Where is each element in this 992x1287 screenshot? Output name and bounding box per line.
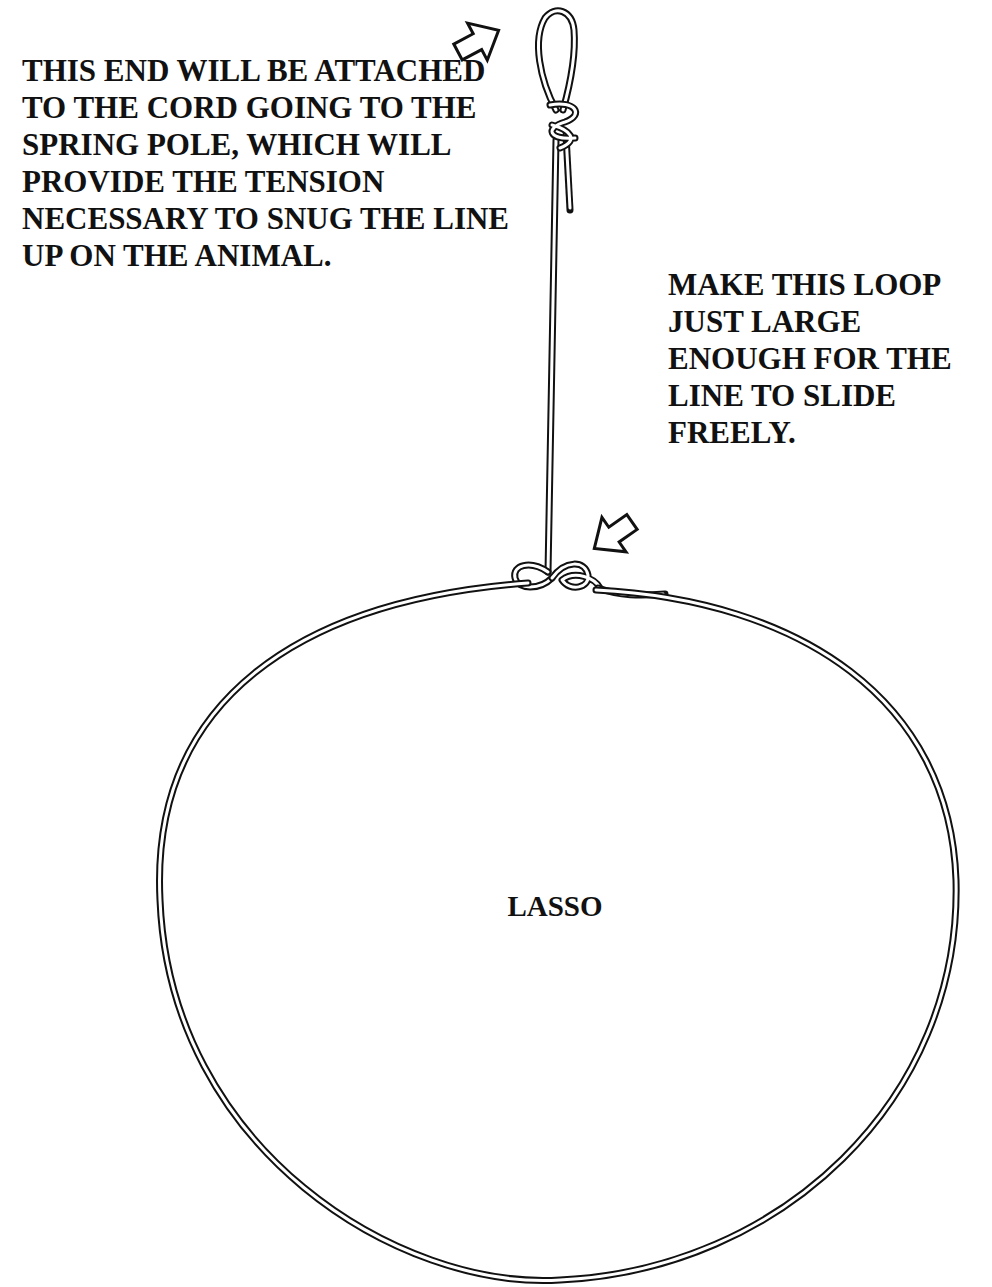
lasso-loop: LASSO	[140, 560, 970, 1287]
lasso-label: LASSO	[140, 890, 970, 923]
callout-note: THIS END WILL BE ATTACHED TO THE CORD GO…	[22, 52, 512, 274]
callout-note: MAKE THIS LOOP JUST LARGE ENOUGH FOR THE…	[668, 266, 986, 451]
lasso-outline	[140, 560, 970, 1287]
